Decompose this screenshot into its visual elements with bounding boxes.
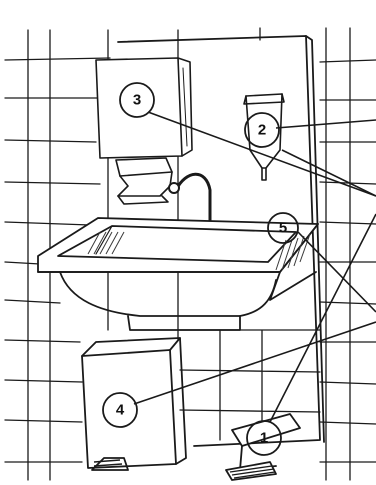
- label-1: 1: [260, 430, 268, 447]
- leader-line-5a: [298, 232, 376, 312]
- label-5: 5: [279, 220, 287, 237]
- leader-line-5b: [282, 150, 376, 196]
- label-2: 2: [258, 122, 266, 139]
- label-3: 3: [133, 92, 141, 109]
- label-4: 4: [116, 402, 125, 419]
- faucet: [169, 174, 214, 222]
